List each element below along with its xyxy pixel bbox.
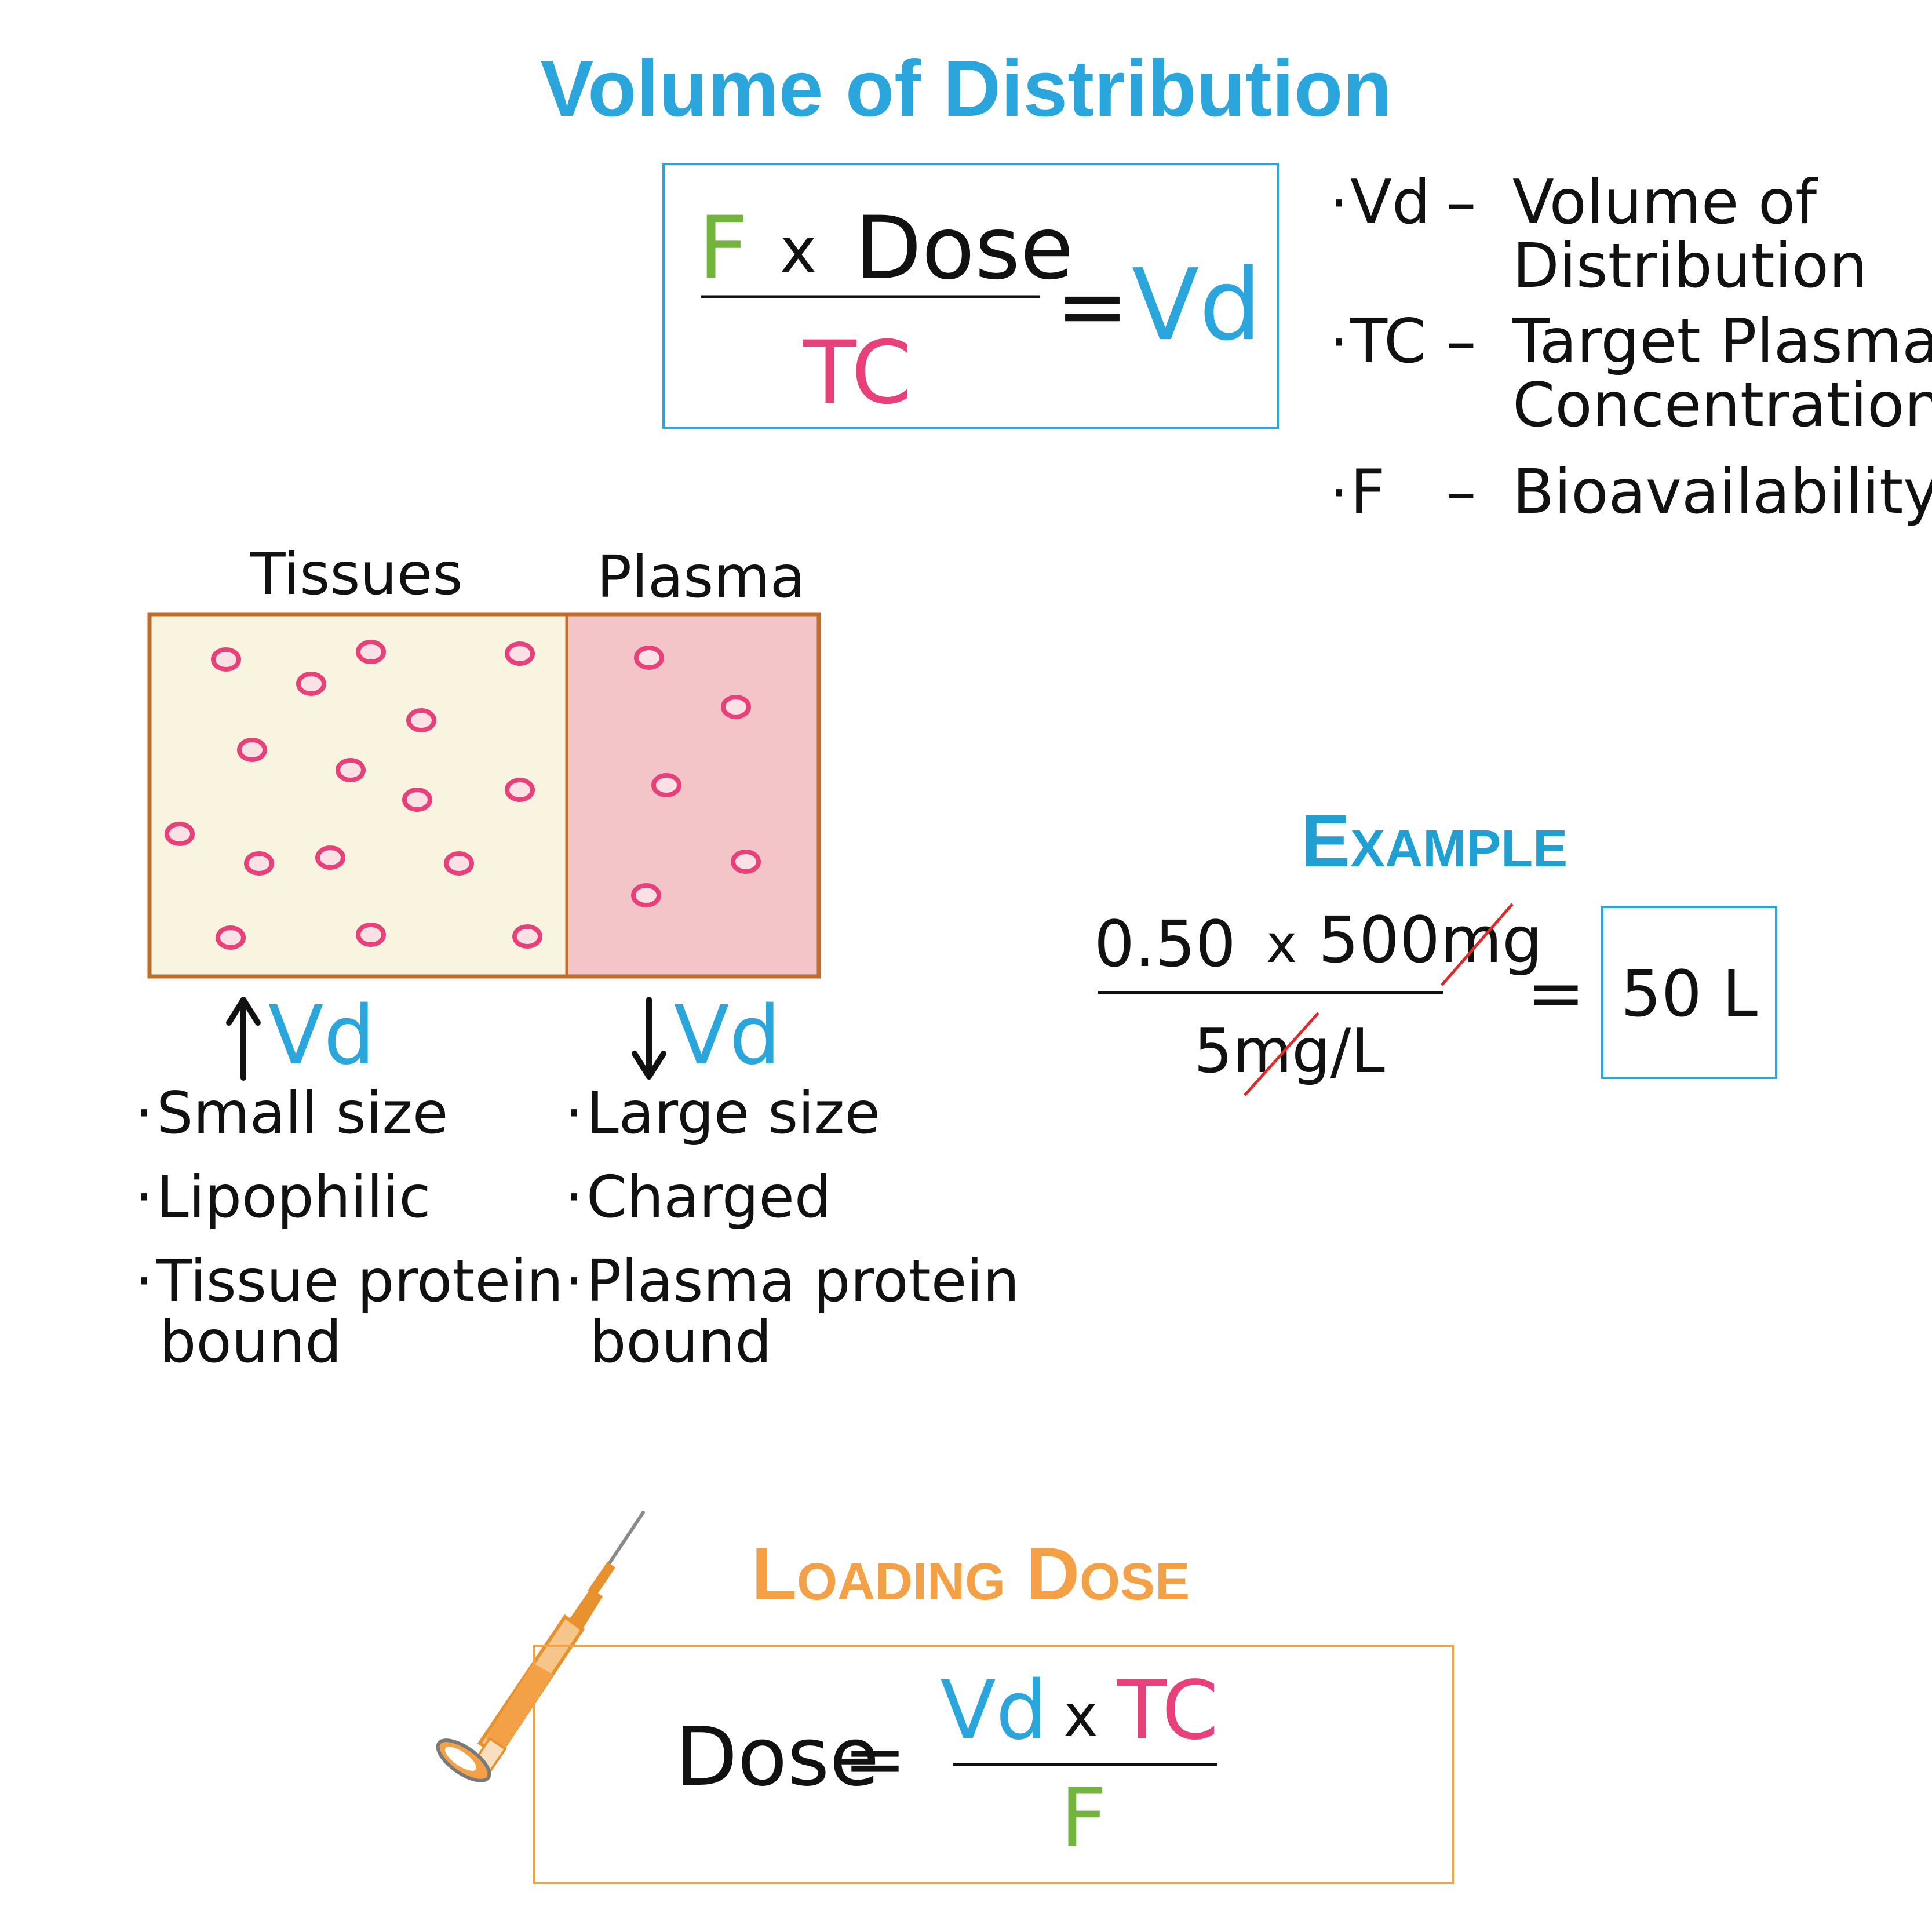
plasma-label: Plasma <box>597 543 805 611</box>
tissue-drug-particle <box>406 708 436 732</box>
tissues-point-2: Lipophilic <box>156 1163 431 1231</box>
syringe-icon <box>436 1511 645 1782</box>
legend-dash-vd: – <box>1446 167 1477 238</box>
plasma-point-3b: bound <box>589 1308 772 1376</box>
plasma-point-2: Charged <box>586 1163 831 1231</box>
example-times: x <box>1266 914 1297 975</box>
compartment-diagram <box>147 612 821 979</box>
vd-formula: F x Dose TC = Vd <box>662 163 1279 429</box>
legend-def-f-1: Bioavailability <box>1512 457 1932 527</box>
tissue-drug-particle <box>315 845 345 870</box>
tissues-properties-list: · Small size · Lipophilic · Tissue prote… <box>135 1079 563 1376</box>
example-result: 50 L <box>1621 957 1758 1031</box>
legend-def-tc-2: Concentration <box>1512 370 1932 440</box>
abbreviation-legend: · Vd – Volume of Distribution · TC – Tar… <box>1330 167 1932 527</box>
formula-vd: Vd <box>1132 248 1262 363</box>
tissue-drug-particle <box>211 647 241 672</box>
example-dose-value: 500mg <box>1318 903 1543 977</box>
bullet-dot: · <box>565 1079 584 1147</box>
bullet-dot: · <box>565 1247 584 1315</box>
loading-dose-equals: = <box>844 1715 907 1803</box>
plasma-vd-label: Vd <box>674 989 781 1083</box>
tissue-drug-particle <box>512 924 542 949</box>
plasma-point-3: Plasma protein <box>586 1247 1019 1315</box>
loading-dose-heading: Loading Dose <box>752 1533 1190 1616</box>
plasma-compartment <box>567 614 819 976</box>
plasma-drug-particle <box>721 695 751 719</box>
tissue-drug-particle <box>165 822 195 846</box>
tissues-point-1: Small size <box>156 1079 448 1147</box>
up-arrow-head <box>226 997 261 1026</box>
example-result-box <box>1601 906 1777 1079</box>
tissue-drug-particle <box>402 788 432 812</box>
formula-tc: TC <box>803 323 912 424</box>
legend-dash-tc: – <box>1446 306 1477 377</box>
tissue-drug-particle <box>244 851 274 876</box>
formula-times: x <box>779 213 817 287</box>
plasma-point-1: Large size <box>586 1079 880 1147</box>
loading-dose-tc: TC <box>1116 1664 1218 1758</box>
bullet-dot: · <box>135 1247 154 1315</box>
legend-abbr-f: F <box>1350 457 1385 527</box>
example-f-value: 0.50 <box>1094 907 1236 981</box>
example-tc-value: 5mg/L <box>1194 1016 1385 1087</box>
tissue-drug-particle <box>216 925 246 950</box>
down-arrow-head <box>632 1051 666 1080</box>
bullet-dot: · <box>135 1079 154 1147</box>
legend-def-vd-1: Volume of <box>1512 167 1818 238</box>
tissue-drug-particle <box>336 758 366 782</box>
loading-dose-times: x <box>1063 1682 1098 1749</box>
plasma-drug-particle <box>731 850 761 874</box>
legend-bullet-f: · <box>1330 459 1348 527</box>
tissues-point-3: Tissue protein <box>156 1247 563 1315</box>
compartment-border <box>147 612 821 979</box>
tissue-drug-particle <box>444 851 474 876</box>
legend-def-tc-1: Target Plasma <box>1512 306 1932 377</box>
formula-dose: Dose <box>855 198 1074 299</box>
legend-bullet-vd: · <box>1330 169 1348 237</box>
tissues-label: Tissues <box>250 540 463 608</box>
loading-dose-lhs: Dose <box>675 1710 880 1805</box>
tissues-point-3b: bound <box>159 1308 342 1376</box>
loading-dose-section: Loading Dose Dose = Vd x TC F <box>533 1533 1454 1884</box>
formula-equals: = <box>1056 256 1129 357</box>
tissue-drug-particle <box>237 738 267 762</box>
page-title: Volume of Distribution <box>540 44 1391 133</box>
example-section: Example 0.50 x 500mg 5mg/L = 50 L <box>1094 800 1777 1096</box>
tissues-vd-indicator: Vd <box>226 989 376 1083</box>
plasma-vd-indicator: Vd <box>632 989 781 1083</box>
loading-dose-box <box>533 1645 1454 1884</box>
bullet-dot: · <box>565 1163 584 1231</box>
tissues-vd-label: Vd <box>268 989 376 1083</box>
legend-abbr-tc: TC <box>1350 306 1426 377</box>
tissues-compartment <box>150 614 567 976</box>
tissue-drug-particle <box>505 641 535 666</box>
tissue-drug-particle <box>296 672 326 696</box>
formula-f: F <box>698 198 748 299</box>
example-equals: = <box>1527 953 1585 1034</box>
drug-particles <box>165 640 761 950</box>
loading-dose-f: F <box>1060 1771 1107 1865</box>
bullet-dot: · <box>135 1163 154 1231</box>
legend-dash-f: – <box>1446 457 1477 527</box>
legend-abbr-vd: Vd <box>1350 167 1430 238</box>
tissue-drug-particle <box>505 778 535 802</box>
tissue-drug-particle <box>356 640 386 664</box>
vd-formula-box <box>662 163 1279 429</box>
legend-def-vd-2: Distribution <box>1512 231 1868 301</box>
tissue-drug-particle <box>356 923 386 947</box>
example-heading: Example <box>1301 800 1568 883</box>
loading-dose-vd: Vd <box>941 1664 1048 1758</box>
plasma-drug-particle <box>631 883 661 907</box>
plasma-properties-list: · Large size · Charged · Plasma protein … <box>565 1079 1019 1376</box>
mg-cancel-stroke-2 <box>1244 1012 1319 1096</box>
mg-cancel-stroke <box>1441 903 1514 986</box>
plasma-drug-particle <box>651 773 681 797</box>
legend-bullet-tc: · <box>1330 308 1348 376</box>
plasma-drug-particle <box>634 646 664 670</box>
